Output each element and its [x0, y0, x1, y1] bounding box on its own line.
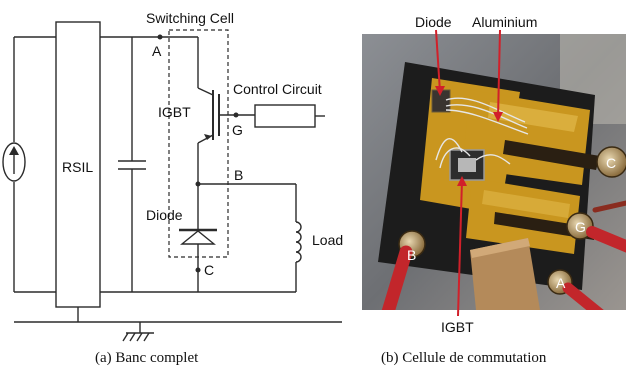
ground-icon	[122, 332, 154, 342]
igbt-icon	[204, 90, 220, 140]
node-c-dot	[195, 267, 201, 273]
load-label: Load	[312, 232, 343, 248]
terminal-c	[596, 146, 626, 178]
igbt-label: IGBT	[158, 104, 191, 120]
diode-label: Diode	[146, 207, 183, 223]
photo-igbt-label: IGBT	[441, 319, 474, 335]
photo-terminal-g-label: G	[575, 219, 586, 235]
rsil-label: RSIL	[62, 159, 93, 175]
node-c-label: C	[204, 262, 214, 278]
rsil-box	[55, 21, 101, 308]
igbt-arrow	[457, 179, 463, 317]
red-cable-b	[381, 245, 413, 310]
control-circuit-box	[254, 104, 316, 128]
capacitor-icon	[118, 160, 146, 170]
aluminium-arrow	[497, 29, 501, 119]
photo-terminal-a-label: A	[556, 275, 566, 291]
foam-block	[470, 238, 540, 310]
diode-arrow	[435, 29, 441, 93]
node-a-label: A	[152, 43, 162, 59]
photo-terminal-c-label: C	[606, 155, 616, 171]
photo-annotations	[435, 29, 503, 317]
red-cable-a	[562, 282, 604, 310]
red-cable-g	[586, 226, 626, 253]
schematic: RSIL Switching Cell A IGBT G	[2, 10, 343, 342]
control-circuit-label: Control Circuit	[233, 81, 322, 97]
photo-aluminium-label: Aluminium	[472, 14, 537, 30]
photo-terminal-b-label: B	[407, 247, 416, 263]
node-g-label: G	[232, 122, 243, 138]
diode-icon	[179, 228, 217, 245]
node-a-dot	[157, 34, 163, 40]
photo	[362, 34, 626, 310]
node-g-dot	[233, 112, 239, 118]
node-b-label: B	[234, 167, 243, 183]
switching-cell-label: Switching Cell	[146, 10, 234, 26]
inductor-icon	[295, 221, 302, 263]
photo-diode-label: Diode	[415, 14, 452, 30]
caption-left: (a) Banc complet	[95, 350, 199, 366]
caption-right: (b) Cellule de commutation	[381, 350, 547, 366]
current-source-icon	[2, 142, 26, 182]
